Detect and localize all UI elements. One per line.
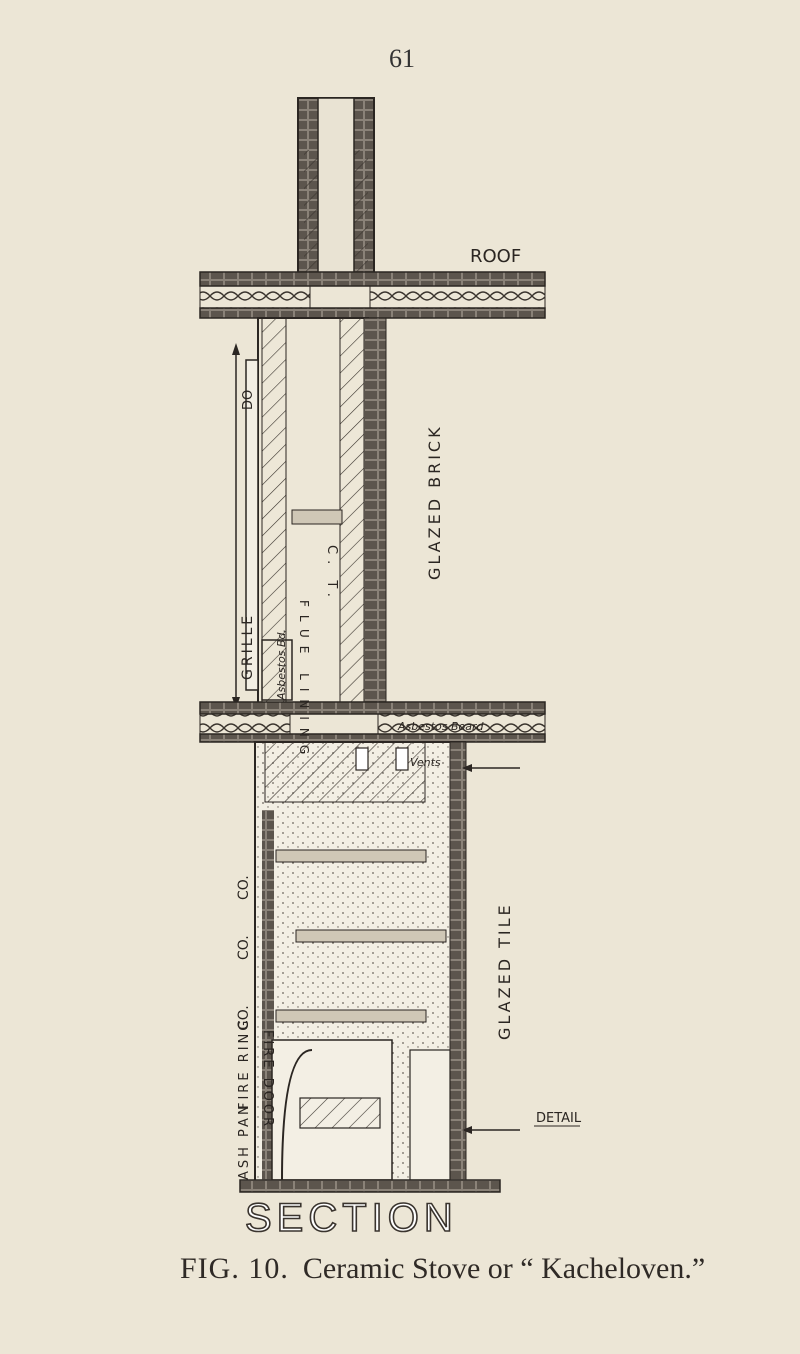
section-title: SECTION xyxy=(244,1195,458,1241)
label-glazed-brick: GLAZED BRICK xyxy=(425,424,444,580)
label-vents: Vents xyxy=(410,756,441,769)
figure-title: Ceramic Stove or “ Kacheloven.” xyxy=(302,1252,706,1285)
label-detail: DETAIL xyxy=(536,1111,582,1126)
label-co-3: CO. xyxy=(236,1005,252,1030)
label-grille: GRILLE xyxy=(240,613,256,680)
roof-slab xyxy=(199,271,546,319)
figure-number: FIG. 10. xyxy=(180,1252,289,1285)
label-asbestos-board: Asbestos Board xyxy=(397,720,485,733)
label-do: DO xyxy=(241,390,256,410)
label-fire-door: FIRE DOOR xyxy=(260,1030,275,1129)
label-flue-lining: FLUE LINING xyxy=(297,600,311,762)
flue-stack xyxy=(257,317,387,711)
chimney-top xyxy=(297,97,375,274)
label-co-2: CO. xyxy=(236,935,252,960)
label-roof: ROOF xyxy=(470,246,521,267)
label-ct: C. T. xyxy=(324,545,339,603)
ceiling-slab xyxy=(199,701,546,743)
detail-arrows xyxy=(462,764,580,1134)
label-glazed-tile: GLAZED TILE xyxy=(495,902,514,1040)
label-ash-pan: ASH PAN xyxy=(237,1102,252,1180)
label-asbestos-bd: Asbestos Bd. xyxy=(275,629,288,701)
label-fire-ring: FIRE RING xyxy=(237,1018,252,1110)
figure-caption: FIG. 10. Ceramic Stove or “ Kacheloven.” xyxy=(180,1252,800,1286)
page-number: 61 xyxy=(389,44,415,73)
label-co-1: CO. xyxy=(236,875,252,900)
stove-body xyxy=(239,741,501,1193)
grille xyxy=(232,343,293,709)
